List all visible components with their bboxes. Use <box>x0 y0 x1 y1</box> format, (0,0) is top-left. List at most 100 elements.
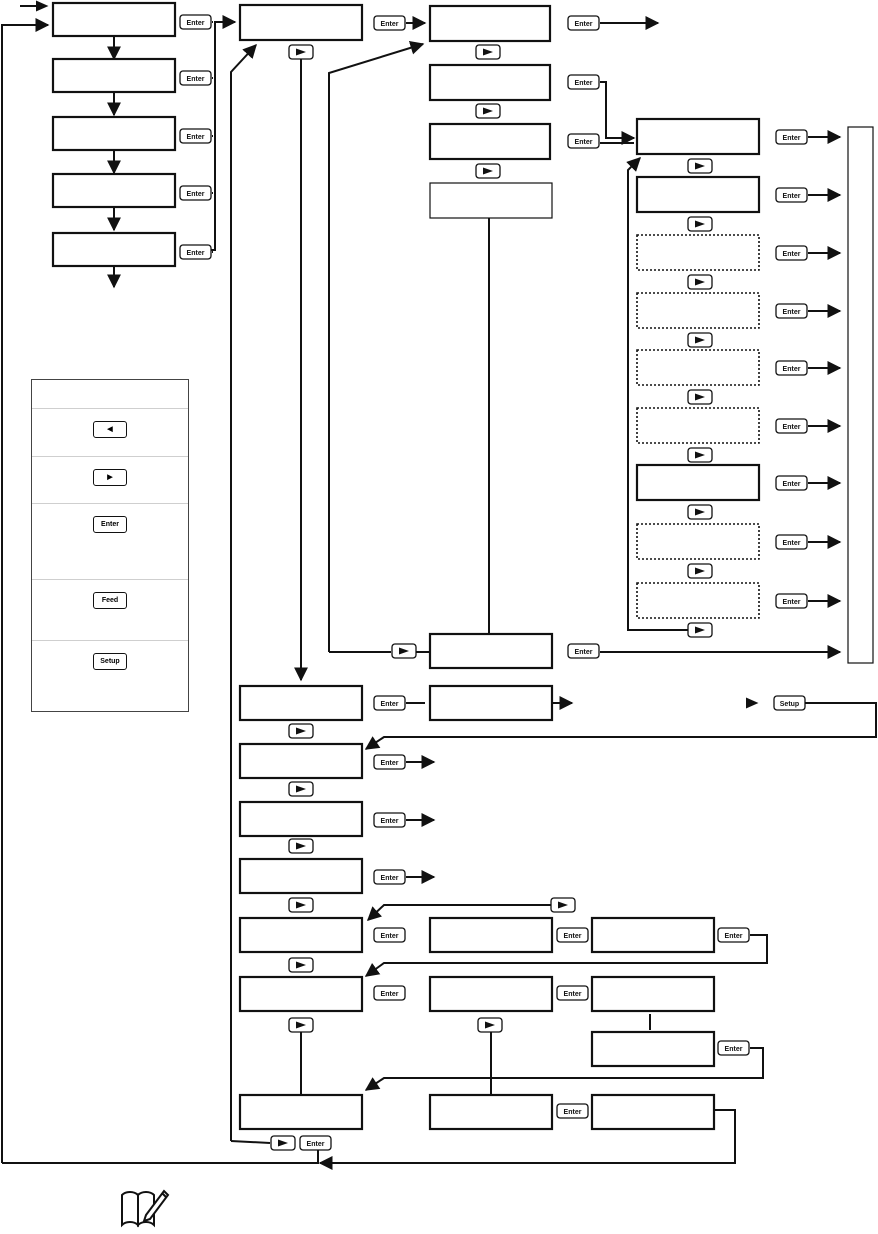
menu-box <box>636 234 760 271</box>
right-arrow-key-icon <box>687 447 713 463</box>
menu-box <box>238 1093 364 1131</box>
svg-text:Enter: Enter <box>575 21 593 28</box>
menu-box <box>636 582 760 619</box>
feed-key-icon: Feed <box>93 592 127 609</box>
menu-box <box>636 407 760 444</box>
left-arrow-key-icon: ◀ <box>93 421 127 438</box>
right-arrow-key-icon <box>687 504 713 520</box>
svg-text:Enter: Enter <box>187 20 205 27</box>
svg-text:Enter: Enter <box>783 481 801 488</box>
svg-text:Enter: Enter <box>564 933 582 940</box>
svg-text:Enter: Enter <box>575 80 593 87</box>
menu-box <box>238 3 364 42</box>
entry-arrow <box>36 0 49 12</box>
menu-box <box>238 742 364 780</box>
svg-text:Enter: Enter <box>187 134 205 141</box>
enter-key-icon: Enter <box>775 593 808 609</box>
menu-box <box>635 175 761 214</box>
right-arrow-key-icon <box>288 781 314 797</box>
enter-key-icon: Enter <box>567 133 600 149</box>
setup-key-icon: Setup <box>773 695 806 711</box>
enter-key-icon: Enter <box>373 754 406 770</box>
svg-text:Enter: Enter <box>725 1046 743 1053</box>
enter-key-icon: Enter <box>717 1040 750 1056</box>
right-arrow-key-icon <box>391 643 417 659</box>
menu-box <box>51 57 177 94</box>
legend-row-enter-key: Enter <box>32 503 188 580</box>
svg-text:Enter: Enter <box>381 933 399 940</box>
flow-line <box>626 157 688 631</box>
menu-box <box>635 463 761 502</box>
right-arrow-key-icon <box>288 897 314 913</box>
svg-text:Enter: Enter <box>381 21 399 28</box>
enter-key-icon: Enter <box>567 643 600 659</box>
menu-box <box>636 349 760 386</box>
menu-box <box>238 684 364 722</box>
right-arrow-key-icon <box>270 1135 296 1151</box>
right-arrow-key-icon <box>687 216 713 232</box>
enter-key-icon: Enter <box>556 985 589 1001</box>
key-legend: ◀ ▶ Enter Feed Setup <box>31 379 189 712</box>
enter-key-icon: Enter <box>373 985 406 1001</box>
setup-key-icon: Setup <box>93 653 127 670</box>
flow-line <box>364 934 768 977</box>
enter-key-icon: Enter <box>373 927 406 943</box>
flow-line <box>600 81 636 145</box>
right-arrow-key-icon: ▶ <box>93 469 127 486</box>
menu-box <box>428 975 554 1013</box>
svg-text:Enter: Enter <box>187 250 205 257</box>
menu-box <box>590 975 716 1013</box>
svg-text:Enter: Enter <box>381 818 399 825</box>
right-arrow-key-icon <box>288 1017 314 1033</box>
menu-box <box>51 115 177 152</box>
menu-box <box>590 916 716 954</box>
flow-line <box>230 43 257 1141</box>
menu-box <box>428 122 552 161</box>
flow-line <box>318 1109 736 1170</box>
svg-text:Enter: Enter <box>381 701 399 708</box>
legend-row-setup-key: Setup <box>32 640 188 714</box>
svg-text:Enter: Enter <box>783 540 801 547</box>
right-arrow-key-icon <box>687 389 713 405</box>
legend-row-right-key: ▶ <box>32 456 188 504</box>
enter-key-icon: Enter <box>775 534 808 550</box>
right-arrow-key-icon <box>288 957 314 973</box>
enter-key-icon: Enter <box>179 128 212 144</box>
svg-text:Enter: Enter <box>564 1109 582 1116</box>
menu-box <box>428 632 554 670</box>
menu-box <box>636 292 760 329</box>
enter-key-icon: Enter <box>373 15 406 31</box>
enter-key-icon: Enter <box>299 1135 332 1151</box>
enter-key-icon: Enter <box>775 475 808 491</box>
right-arrow-key-icon <box>687 332 713 348</box>
enter-key-icon: Enter <box>717 927 750 943</box>
legend-header-row <box>32 380 188 408</box>
menu-box <box>428 684 554 722</box>
right-arrow-key-icon <box>687 274 713 290</box>
right-arrow-key-icon <box>475 44 501 60</box>
menu-box <box>590 1093 716 1131</box>
enter-key-icon: Enter <box>556 927 589 943</box>
enter-key-icon: Enter <box>775 187 808 203</box>
svg-text:Enter: Enter <box>783 599 801 606</box>
right-arrow-key-icon <box>288 723 314 739</box>
enter-key-icon: Enter <box>179 244 212 260</box>
right-arrow-key-icon <box>288 838 314 854</box>
enter-key-icon: Enter <box>556 1103 589 1119</box>
right-arrow-key-icon <box>475 103 501 119</box>
menu-box <box>238 857 364 895</box>
menu-box <box>428 4 552 43</box>
svg-text:Enter: Enter <box>187 191 205 198</box>
flow-line <box>211 15 237 251</box>
svg-text:Enter: Enter <box>307 1141 325 1148</box>
flow-line <box>230 1140 271 1144</box>
menu-box <box>51 172 177 209</box>
svg-text:Setup: Setup <box>780 701 799 708</box>
menu-box <box>51 1 177 38</box>
right-arrow-key-icon <box>550 897 576 913</box>
flow-line <box>328 41 425 652</box>
menu-box <box>428 63 552 102</box>
svg-text:Enter: Enter <box>783 193 801 200</box>
svg-text:Enter: Enter <box>564 991 582 998</box>
